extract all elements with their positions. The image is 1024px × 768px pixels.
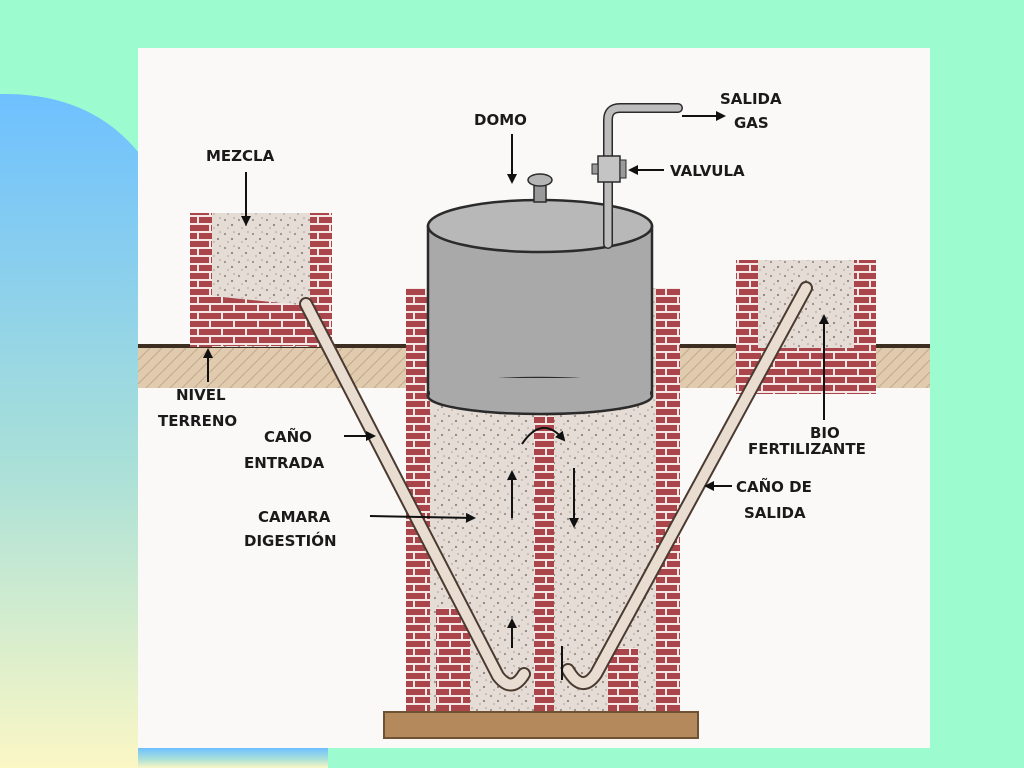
label-arrows	[203, 111, 829, 523]
label-nivel-terreno-line2: TERRENO	[158, 412, 237, 430]
label-camara-digestion-line2: DIGESTIÓN	[244, 531, 337, 550]
label-nivel-terreno-line1: NIVEL	[176, 386, 226, 404]
label-cano-salida-line1: CAÑO DE	[736, 477, 812, 496]
center-partition-wall	[534, 416, 554, 716]
label-camara-digestion-line1: CAMARA	[258, 508, 331, 526]
label-bio-fertilizante-line2: FERTILIZANTE	[748, 440, 866, 458]
label-domo: DOMO	[474, 111, 527, 129]
label-salida-gas-line2: GAS	[734, 114, 769, 132]
corner-gradient-shape	[0, 93, 328, 768]
base-slab	[383, 711, 699, 739]
label-cano-entrada-line1: CAÑO	[264, 427, 312, 446]
camara-digestion-arrow	[369, 512, 476, 523]
diagram-canvas: MEZCLA DOMO SALIDA GAS VALVULA NIVEL TER…	[138, 90, 930, 739]
label-valvula: VALVULA	[670, 162, 745, 180]
label-bio-fertilizante-line1: BIO	[810, 424, 840, 442]
label-mezcla: MEZCLA	[206, 147, 275, 165]
flow-arrows	[507, 427, 579, 680]
label-cano-salida-line2: SALIDA	[744, 504, 806, 522]
outlet-pipe	[561, 281, 813, 690]
gas-outlet-pipe	[603, 103, 683, 249]
biodigester-diagram: MEZCLA DOMO SALIDA GAS VALVULA NIVEL TER…	[138, 48, 930, 748]
label-cano-entrada-line2: ENTRADA	[244, 454, 325, 472]
valve-icon	[591, 155, 627, 183]
gas-dome	[426, 173, 654, 416]
inlet-pipe	[299, 297, 531, 692]
label-salida-gas-line1: SALIDA	[720, 90, 782, 108]
